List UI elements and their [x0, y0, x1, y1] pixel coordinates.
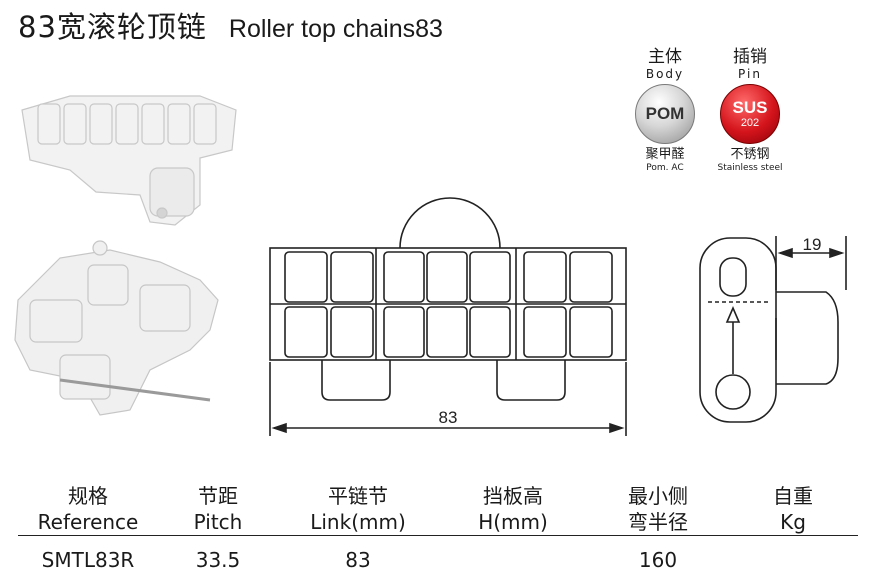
- material-body-label-en: Body: [645, 67, 685, 81]
- header-pitch-en: Pitch: [193, 510, 243, 534]
- header-weight-en: Kg: [780, 510, 806, 534]
- material-pin: 插销 Pin SUS 202 不锈钢 Stainless steel: [700, 47, 800, 174]
- material-body-name-en: Pom. AC: [646, 163, 684, 173]
- header-height-cn: 挡板高: [483, 484, 543, 508]
- cell-min-radius: 160: [588, 535, 728, 574]
- material-pin-label-cn: 插销: [733, 47, 767, 67]
- material-body: 主体 Body POM 聚甲醛 Pom. AC: [632, 47, 698, 174]
- pom-badge-icon: POM: [635, 84, 695, 144]
- header-pitch-cn: 节距: [198, 484, 238, 508]
- header-height-en: H(mm): [478, 510, 548, 534]
- width-dimension-label: 83: [439, 408, 458, 427]
- title-chinese: 83宽滚轮顶链: [18, 10, 207, 44]
- header-min-radius-en: 弯半径: [628, 510, 688, 534]
- material-body-name-cn: 聚甲醛: [645, 147, 685, 162]
- cell-pitch: 33.5: [158, 535, 278, 574]
- title-english: Roller top chains83: [228, 15, 443, 43]
- chain-photo-top: [21, 95, 237, 226]
- cell-reference: SMTL83R: [18, 535, 158, 574]
- header-reference-cn: 规格: [68, 484, 108, 508]
- sus-badge-text: SUS: [732, 98, 768, 117]
- header-link-en: Link(mm): [310, 510, 406, 534]
- side-view-drawing: [699, 236, 847, 423]
- cell-link: 83: [278, 535, 438, 574]
- material-body-label-cn: 主体: [648, 47, 682, 67]
- chain-photo-side: [14, 240, 219, 416]
- material-pin-name-en: Stainless steel: [717, 163, 783, 173]
- pom-badge-text: POM: [645, 104, 685, 123]
- material-pin-label-en: Pin: [738, 67, 762, 81]
- header-weight-cn: 自重: [773, 484, 813, 508]
- front-view-drawing: [269, 197, 627, 436]
- material-pin-name-cn: 不锈钢: [730, 147, 770, 162]
- cell-height: [438, 535, 588, 574]
- header-min-radius: 最小侧弯半径: [588, 483, 728, 536]
- table-row: SMTL83R 33.5 83 160: [18, 535, 858, 574]
- sus-badge-grade: 202: [740, 117, 760, 129]
- page-title: 83宽滚轮顶链 Roller top chains83: [18, 4, 443, 44]
- header-min-radius-cn: 最小侧: [628, 484, 688, 508]
- header-link-cn: 平链节: [328, 484, 388, 508]
- side-dimension-label: 19: [803, 235, 822, 254]
- cell-weight: [728, 535, 858, 574]
- header-reference-en: Reference: [37, 510, 139, 534]
- sus-badge-icon: SUS 202: [720, 84, 780, 144]
